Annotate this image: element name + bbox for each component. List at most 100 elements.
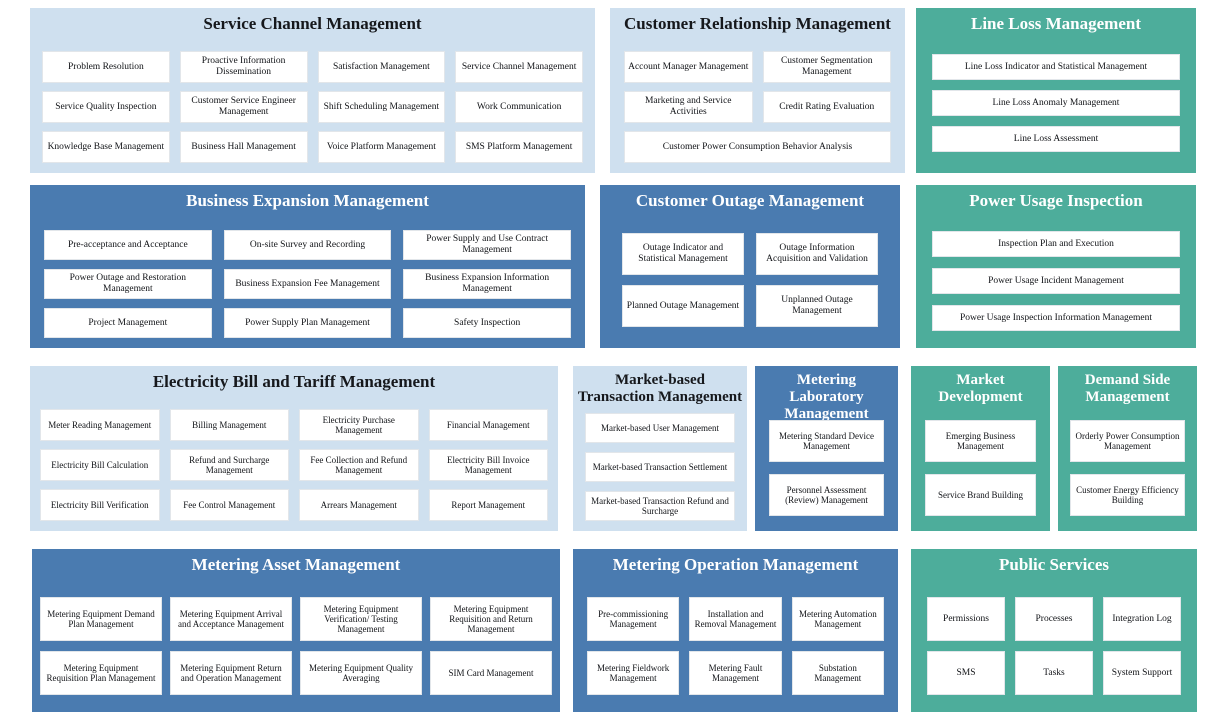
module-item[interactable]: Refund and Surcharge Management xyxy=(169,449,289,481)
module-item[interactable]: Problem Resolution xyxy=(42,51,170,83)
panel-items: Pre-acceptance and Acceptance On-site Su… xyxy=(30,230,585,348)
module-item[interactable]: Fee Collection and Refund Management xyxy=(299,449,419,481)
module-item[interactable]: Line Loss Indicator and Statistical Mana… xyxy=(932,54,1180,80)
module-item[interactable]: Personnel Assessment (Review) Management xyxy=(769,474,884,516)
module-item[interactable]: Planned Outage Management xyxy=(622,285,744,327)
module-item[interactable]: Metering Standard Device Management xyxy=(769,420,884,462)
module-item[interactable]: Work Communication xyxy=(455,91,583,123)
module-item[interactable]: Customer Segmentation Management xyxy=(762,51,891,83)
module-item[interactable]: Power Usage Inspection Information Manag… xyxy=(932,305,1180,331)
module-item[interactable]: Permissions xyxy=(927,597,1005,641)
module-item[interactable]: Customer Energy Efficiency Building xyxy=(1070,474,1185,516)
module-item[interactable]: Business Expansion Fee Management xyxy=(223,269,392,299)
module-item[interactable]: Electricity Bill Verification xyxy=(40,489,160,521)
module-item[interactable]: Customer Power Consumption Behavior Anal… xyxy=(624,131,891,163)
module-item[interactable]: Voice Platform Management xyxy=(317,131,446,163)
module-item[interactable]: Power Usage Incident Management xyxy=(932,268,1180,294)
module-item[interactable]: Processes xyxy=(1015,597,1093,641)
module-item[interactable]: Shift Scheduling Management xyxy=(317,91,446,123)
module-item[interactable]: Emerging Business Management xyxy=(925,420,1036,462)
panel-title: Metering Operation Management xyxy=(612,555,859,574)
module-item[interactable]: Line Loss Assessment xyxy=(932,126,1180,152)
panel-line-loss-management[interactable]: Line Loss Management Line Loss Indicator… xyxy=(916,8,1196,173)
module-item[interactable]: Market-based Transaction Refund and Surc… xyxy=(585,491,735,521)
module-item[interactable]: Power Supply and Use Contract Management xyxy=(403,230,571,260)
module-item[interactable]: Billing Management xyxy=(169,409,289,441)
module-item[interactable]: Business Hall Management xyxy=(179,131,308,163)
module-item[interactable]: Business Expansion Information Managemen… xyxy=(403,269,571,299)
panel-title: Customer Outage Management xyxy=(635,191,865,210)
module-item[interactable]: Financial Management xyxy=(428,409,548,441)
module-item[interactable]: System Support xyxy=(1103,651,1181,695)
module-item[interactable]: Pre-acceptance and Acceptance xyxy=(44,230,212,260)
panel-title: Power Usage Inspection xyxy=(969,191,1143,210)
module-item[interactable]: Pre-commissioning Management xyxy=(587,597,680,641)
module-item[interactable]: Electricity Purchase Management xyxy=(299,409,419,441)
module-item[interactable]: Knowledge Base Management xyxy=(42,131,170,163)
panel-items: Inspection Plan and Execution Power Usag… xyxy=(916,231,1196,348)
module-item[interactable]: On-site Survey and Recording xyxy=(223,230,392,260)
module-item[interactable]: Metering Equipment Arrival and Acceptanc… xyxy=(170,597,292,641)
panel-business-expansion-management[interactable]: Business Expansion Management Pre-accept… xyxy=(30,185,585,348)
module-item[interactable]: Metering Equipment Demand Plan Managemen… xyxy=(40,597,162,641)
module-item[interactable]: Tasks xyxy=(1015,651,1093,695)
module-item[interactable]: Line Loss Anomaly Management xyxy=(932,90,1180,116)
module-item[interactable]: Service Channel Management xyxy=(455,51,583,83)
module-item[interactable]: Meter Reading Management xyxy=(40,409,160,441)
module-item[interactable]: Service Brand Building xyxy=(925,474,1036,516)
panel-title: Market-based Transaction Management xyxy=(577,372,743,405)
module-item[interactable]: Metering Equipment Requisition and Retur… xyxy=(430,597,552,641)
module-item[interactable]: Arrears Management xyxy=(299,489,419,521)
module-item[interactable]: Metering Automation Management xyxy=(791,597,884,641)
module-item[interactable]: Metering Fieldwork Management xyxy=(587,651,680,695)
panel-customer-relationship-management[interactable]: Customer Relationship Management Account… xyxy=(610,8,905,173)
module-item[interactable]: Metering Equipment Quality Averaging xyxy=(300,651,422,695)
panel-public-services[interactable]: Public Services Permissions Processes In… xyxy=(911,549,1197,712)
module-item[interactable]: Customer Service Engineer Management xyxy=(179,91,308,123)
panel-metering-laboratory-management[interactable]: Metering Laboratory Management Metering … xyxy=(755,366,898,531)
panel-customer-outage-management[interactable]: Customer Outage Management Outage Indica… xyxy=(600,185,900,348)
module-item[interactable]: Proactive Information Dissemination xyxy=(179,51,308,83)
module-item[interactable]: Electricity Bill Calculation xyxy=(40,449,160,481)
module-item[interactable]: Substation Management xyxy=(791,651,884,695)
panel-items: Outage Indicator and Statistical Managem… xyxy=(600,233,900,348)
module-item[interactable]: Credit Rating Evaluation xyxy=(762,91,891,123)
module-item[interactable]: Orderly Power Consumption Management xyxy=(1070,420,1185,462)
module-item[interactable]: Metering Equipment Verification/ Testing… xyxy=(300,597,422,641)
panel-service-channel-management[interactable]: Service Channel Management Problem Resol… xyxy=(30,8,595,173)
module-item[interactable]: Fee Control Management xyxy=(169,489,289,521)
panel-metering-asset-management[interactable]: Metering Asset Management Metering Equip… xyxy=(32,549,560,712)
module-item[interactable]: Power Supply Plan Management xyxy=(223,308,392,338)
module-item[interactable]: Electricity Bill Invoice Management xyxy=(428,449,548,481)
module-item[interactable]: Safety Inspection xyxy=(403,308,571,338)
panel-items: Emerging Business Management Service Bra… xyxy=(911,420,1050,531)
module-item[interactable]: Project Management xyxy=(44,308,212,338)
module-item[interactable]: Integration Log xyxy=(1103,597,1181,641)
module-item[interactable]: Inspection Plan and Execution xyxy=(932,231,1180,257)
panel-metering-operation-management[interactable]: Metering Operation Management Pre-commis… xyxy=(573,549,898,712)
module-item[interactable]: SMS Platform Management xyxy=(455,131,583,163)
panel-market-based-transaction-management[interactable]: Market-based Transaction Management Mark… xyxy=(573,366,747,531)
module-item[interactable]: Power Outage and Restoration Management xyxy=(44,269,212,299)
module-item[interactable]: SIM Card Management xyxy=(430,651,552,695)
module-item[interactable]: Report Management xyxy=(428,489,548,521)
panel-title: Public Services xyxy=(998,555,1109,574)
module-item[interactable]: Unplanned Outage Management xyxy=(756,285,878,327)
panel-market-development[interactable]: Market Development Emerging Business Man… xyxy=(911,366,1050,531)
module-item[interactable]: Installation and Removal Management xyxy=(689,597,782,641)
module-item[interactable]: Market-based Transaction Settlement xyxy=(585,452,735,482)
panel-power-usage-inspection[interactable]: Power Usage Inspection Inspection Plan a… xyxy=(916,185,1196,348)
module-item[interactable]: Market-based User Management xyxy=(585,413,735,443)
module-item[interactable]: Service Quality Inspection xyxy=(42,91,170,123)
module-item[interactable]: Outage Information Acquisition and Valid… xyxy=(756,233,878,275)
module-item[interactable]: Marketing and Service Activities xyxy=(624,91,753,123)
module-item[interactable]: Outage Indicator and Statistical Managem… xyxy=(622,233,744,275)
module-item[interactable]: Metering Fault Management xyxy=(689,651,782,695)
panel-demand-side-management[interactable]: Demand Side Management Orderly Power Con… xyxy=(1058,366,1197,531)
module-item[interactable]: Metering Equipment Requisition Plan Mana… xyxy=(40,651,162,695)
module-item[interactable]: Account Manager Management xyxy=(624,51,753,83)
module-item[interactable]: Satisfaction Management xyxy=(317,51,446,83)
module-item[interactable]: SMS xyxy=(927,651,1005,695)
panel-electricity-bill-and-tariff-management[interactable]: Electricity Bill and Tariff Management M… xyxy=(30,366,558,531)
module-item[interactable]: Metering Equipment Return and Operation … xyxy=(170,651,292,695)
